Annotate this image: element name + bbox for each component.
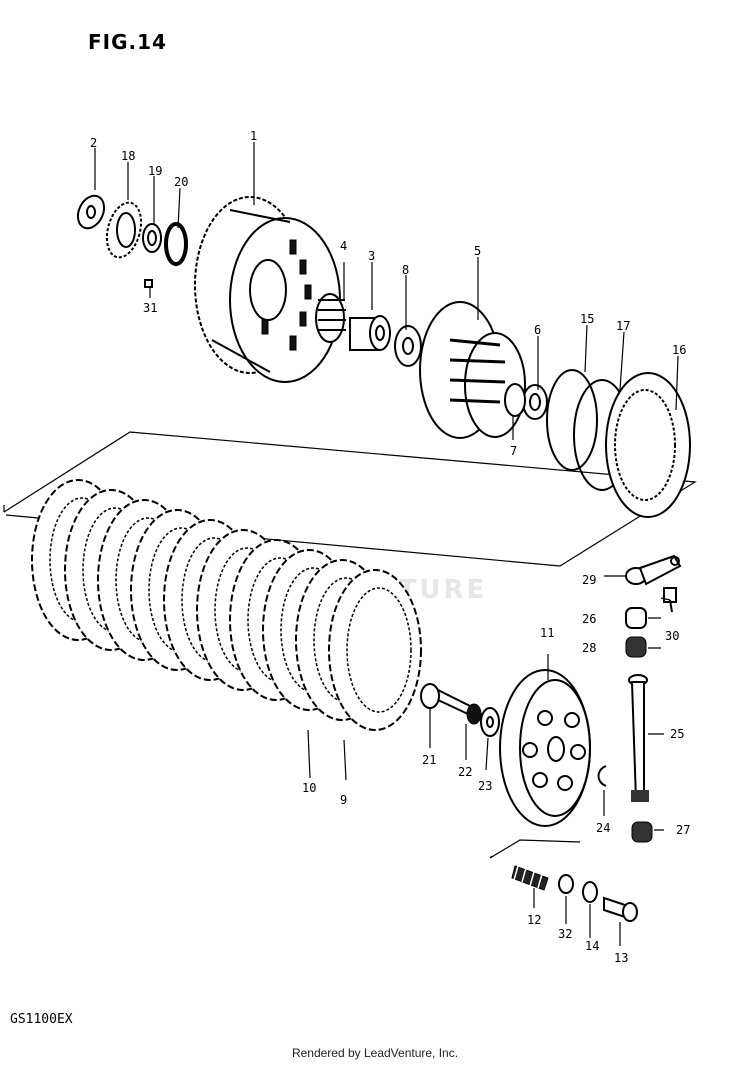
part-20-oring[interactable] — [164, 222, 188, 266]
part-1-housing[interactable] — [194, 196, 341, 383]
part-29-release-lever[interactable] — [625, 554, 682, 586]
part-32-spring-seat[interactable] — [558, 874, 574, 894]
label-16[interactable]: 16 — [672, 343, 686, 357]
part-15-spring-washer[interactable] — [546, 369, 598, 471]
part-5-sleeve-hub[interactable] — [419, 301, 526, 439]
part-14-washer[interactable] — [582, 881, 598, 903]
label-24[interactable]: 24 — [596, 821, 610, 835]
label-14[interactable]: 14 — [585, 939, 599, 953]
part-11-pressure-plate[interactable] — [499, 669, 591, 827]
part-labels: 2 18 19 20 1 4 3 8 5 6 7 15 17 16 31 29 … — [90, 129, 690, 965]
label-15[interactable]: 15 — [580, 312, 594, 326]
label-25[interactable]: 25 — [670, 727, 684, 741]
part-30-bolt[interactable] — [663, 587, 677, 613]
part-12-clutch-spring[interactable] — [511, 865, 549, 891]
figure-title: FIG.14 — [88, 30, 167, 54]
label-5[interactable]: 5 — [474, 244, 481, 258]
part-25-release-shaft[interactable] — [628, 674, 649, 802]
plate-group-frame — [3, 431, 697, 567]
part-3-spacer[interactable] — [349, 315, 391, 351]
part-18-gear[interactable] — [101, 199, 146, 261]
leader-lines — [94, 142, 679, 946]
label-27[interactable]: 27 — [676, 823, 690, 837]
label-13[interactable]: 13 — [614, 951, 628, 965]
label-31[interactable]: 31 — [143, 301, 157, 315]
label-7[interactable]: 7 — [510, 444, 517, 458]
plate-inner-edge — [346, 587, 412, 713]
part-22-bearing[interactable] — [466, 703, 482, 725]
label-9[interactable]: 9 — [340, 793, 347, 807]
label-17[interactable]: 17 — [616, 319, 630, 333]
label-26[interactable]: 26 — [582, 612, 596, 626]
part-28-bearing[interactable] — [625, 636, 647, 658]
label-12[interactable]: 12 — [527, 913, 541, 927]
part-16-drive-plate[interactable] — [605, 372, 691, 518]
label-23[interactable]: 23 — [478, 779, 492, 793]
part-13-bolt[interactable] — [603, 896, 638, 922]
label-11[interactable]: 11 — [540, 626, 554, 640]
part-4-needle-bearing[interactable] — [315, 293, 346, 343]
label-21[interactable]: 21 — [422, 753, 436, 767]
part-27-bearing[interactable] — [631, 821, 653, 843]
part-24-circlip[interactable] — [597, 765, 607, 787]
label-4[interactable]: 4 — [340, 239, 347, 253]
part-8-washer[interactable] — [394, 325, 422, 367]
part-31-pin[interactable] — [144, 279, 153, 288]
model-code: GS1100EX — [10, 1012, 73, 1027]
part-6-nut[interactable] — [522, 384, 548, 420]
label-10[interactable]: 10 — [302, 781, 316, 795]
label-2[interactable]: 2 — [90, 136, 97, 150]
part-26-oil-seal[interactable] — [625, 607, 647, 629]
label-19[interactable]: 19 — [148, 164, 162, 178]
driven-plate[interactable] — [328, 569, 422, 731]
label-8[interactable]: 8 — [402, 263, 409, 277]
plate-stack — [31, 479, 422, 731]
label-29[interactable]: 29 — [582, 573, 596, 587]
label-1[interactable]: 1 — [250, 129, 257, 143]
label-6[interactable]: 6 — [534, 323, 541, 337]
label-22[interactable]: 22 — [458, 765, 472, 779]
part-7-lock-washer[interactable] — [504, 383, 526, 417]
label-32[interactable]: 32 — [558, 927, 572, 941]
part-21-release-rack[interactable] — [420, 683, 471, 715]
label-20[interactable]: 20 — [174, 175, 188, 189]
label-3[interactable]: 3 — [368, 249, 375, 263]
label-28[interactable]: 28 — [582, 641, 596, 655]
label-30[interactable]: 30 — [665, 629, 679, 643]
label-18[interactable]: 18 — [121, 149, 135, 163]
part-19-spacer[interactable] — [142, 223, 162, 253]
part-23-washer[interactable] — [480, 707, 500, 737]
footer-credit: Rendered by LeadVenture, Inc. — [291, 1046, 459, 1060]
part-2-washer[interactable] — [73, 192, 109, 233]
